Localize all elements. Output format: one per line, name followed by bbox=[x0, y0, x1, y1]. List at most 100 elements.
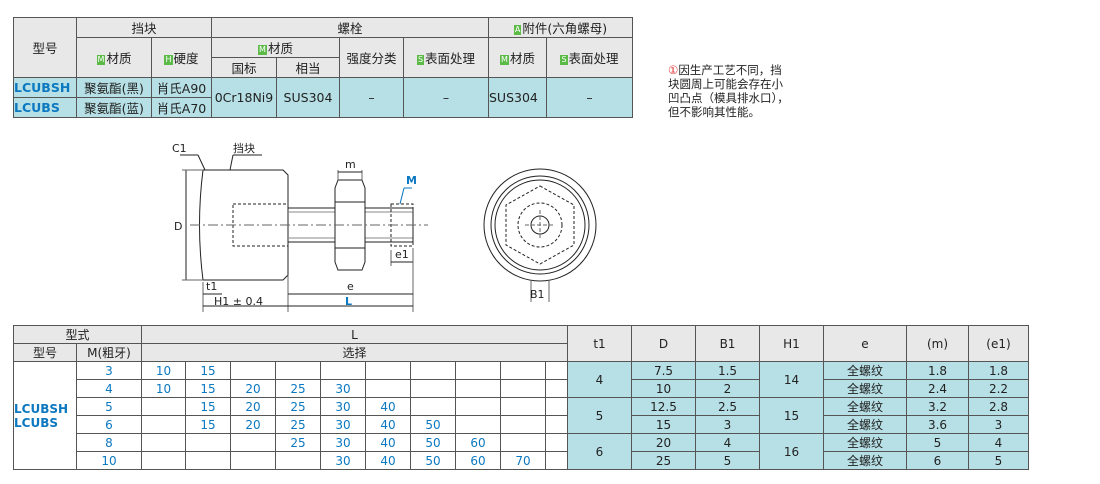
length-option bbox=[410, 397, 456, 416]
length-option bbox=[500, 361, 546, 380]
model-lcubsh: LCUBSH bbox=[14, 401, 69, 416]
length-option[interactable]: 15 bbox=[185, 415, 231, 434]
badge-s: S bbox=[416, 55, 425, 65]
length-option[interactable]: 20 bbox=[230, 379, 276, 398]
length-option bbox=[545, 397, 568, 416]
bolt-national-value: 0Cr18Ni9 bbox=[211, 77, 277, 118]
bolt-strength-header: 强度分类 bbox=[339, 37, 404, 78]
spec-row-model: LCUBSH bbox=[13, 77, 77, 98]
technical-drawing: C1 挡块 m M D e1 t1 e H1 ± 0.4 L B1 bbox=[172, 141, 597, 312]
material-label: 材质 bbox=[267, 41, 293, 56]
length-option bbox=[545, 415, 568, 434]
length-option[interactable]: 10 bbox=[141, 379, 186, 398]
header-B1: B1 bbox=[695, 325, 760, 362]
length-option[interactable]: 25 bbox=[275, 397, 321, 416]
D-value: 15 bbox=[631, 415, 696, 434]
bolt-strength-value: – bbox=[339, 77, 404, 118]
e-value: 全螺纹 bbox=[823, 379, 907, 398]
length-option bbox=[410, 379, 456, 398]
spec-header-block: 挡块 bbox=[76, 17, 212, 38]
header-t1: t1 bbox=[567, 325, 632, 362]
e-value: 全螺纹 bbox=[823, 361, 907, 380]
badge-a: A bbox=[513, 25, 522, 35]
end-view-hex bbox=[505, 185, 575, 265]
bolt-national-header: 国标 bbox=[211, 57, 277, 78]
length-option[interactable]: 50 bbox=[410, 415, 456, 434]
m-value: 3.6 bbox=[906, 415, 969, 434]
B1-value: 4 bbox=[695, 433, 760, 452]
label-B1: B1 bbox=[530, 288, 545, 301]
note-line: 块圆周上可能会存在小 bbox=[668, 77, 783, 91]
length-option[interactable]: 15 bbox=[185, 397, 231, 416]
length-option[interactable]: 40 bbox=[365, 415, 411, 434]
D-value: 10 bbox=[631, 379, 696, 398]
e-value: 全螺纹 bbox=[823, 433, 907, 452]
length-option bbox=[185, 433, 231, 452]
length-option bbox=[500, 379, 546, 398]
length-option[interactable]: 25 bbox=[275, 415, 321, 434]
length-option[interactable]: 20 bbox=[230, 415, 276, 434]
length-option[interactable]: 50 bbox=[410, 451, 456, 470]
length-option[interactable]: 60 bbox=[455, 451, 501, 470]
thread-size: 3 bbox=[76, 361, 142, 380]
label-H1: H1 ± 0.4 bbox=[214, 295, 263, 308]
model-lcubs: LCUBS bbox=[14, 415, 58, 430]
m-value: 2.4 bbox=[906, 379, 969, 398]
length-option[interactable]: 50 bbox=[410, 433, 456, 452]
length-option[interactable]: 60 bbox=[455, 433, 501, 452]
length-option[interactable]: 10 bbox=[141, 361, 186, 380]
length-option[interactable]: 40 bbox=[365, 433, 411, 452]
length-option[interactable]: 30 bbox=[320, 415, 366, 434]
B1-value: 1.5 bbox=[695, 361, 760, 380]
m-value: 5 bbox=[906, 433, 969, 452]
length-option[interactable]: 30 bbox=[320, 397, 366, 416]
badge-m: M bbox=[96, 55, 106, 65]
spec-row-block-material: 聚氨酯(蓝) bbox=[76, 97, 152, 118]
length-option bbox=[455, 361, 501, 380]
e1-value: 1.8 bbox=[968, 361, 1029, 380]
length-option[interactable]: 15 bbox=[185, 361, 231, 380]
manufacturing-note: ①因生产工艺不同，挡 块圆周上可能会存在小 凹凸点（模具排水口）， 但不影响其性… bbox=[668, 63, 789, 119]
length-option[interactable]: 30 bbox=[320, 433, 366, 452]
m-value: 3.2 bbox=[906, 397, 969, 416]
note-line: 凹凸点（模具排水口）， bbox=[668, 91, 789, 105]
length-option[interactable]: 40 bbox=[365, 451, 411, 470]
e-value: 全螺纹 bbox=[823, 397, 907, 416]
label-D: D bbox=[174, 220, 182, 233]
m-value: 6 bbox=[906, 451, 969, 470]
length-option[interactable]: 40 bbox=[365, 397, 411, 416]
material-label: 材质 bbox=[509, 51, 535, 66]
t1-value: 5 bbox=[567, 397, 632, 434]
header-e: e bbox=[823, 325, 907, 362]
thread-size: 8 bbox=[76, 433, 142, 452]
length-option[interactable]: 20 bbox=[230, 397, 276, 416]
note-line: 因生产工艺不同，挡 bbox=[678, 63, 782, 77]
D-value: 12.5 bbox=[631, 397, 696, 416]
label-e: e bbox=[347, 280, 354, 293]
thread-size: 10 bbox=[76, 451, 142, 470]
bolt-equiv-value: SUS304 bbox=[276, 77, 340, 118]
length-option[interactable]: 25 bbox=[275, 379, 321, 398]
length-option bbox=[141, 451, 186, 470]
thread-size: 6 bbox=[76, 415, 142, 434]
length-option[interactable]: 30 bbox=[320, 451, 366, 470]
length-option[interactable]: 70 bbox=[500, 451, 546, 470]
length-option bbox=[365, 379, 411, 398]
length-option[interactable]: 25 bbox=[275, 433, 321, 452]
length-option bbox=[365, 361, 411, 380]
length-option bbox=[455, 415, 501, 434]
bolt-surface-value: – bbox=[403, 77, 489, 118]
badge-m: M bbox=[258, 45, 267, 55]
label-m-small: m bbox=[345, 158, 356, 171]
length-option[interactable]: 15 bbox=[185, 379, 231, 398]
thread-size: 4 bbox=[76, 379, 142, 398]
spec-row-block-material: 聚氨酯(黑) bbox=[76, 77, 152, 98]
length-option[interactable]: 30 bbox=[320, 379, 366, 398]
